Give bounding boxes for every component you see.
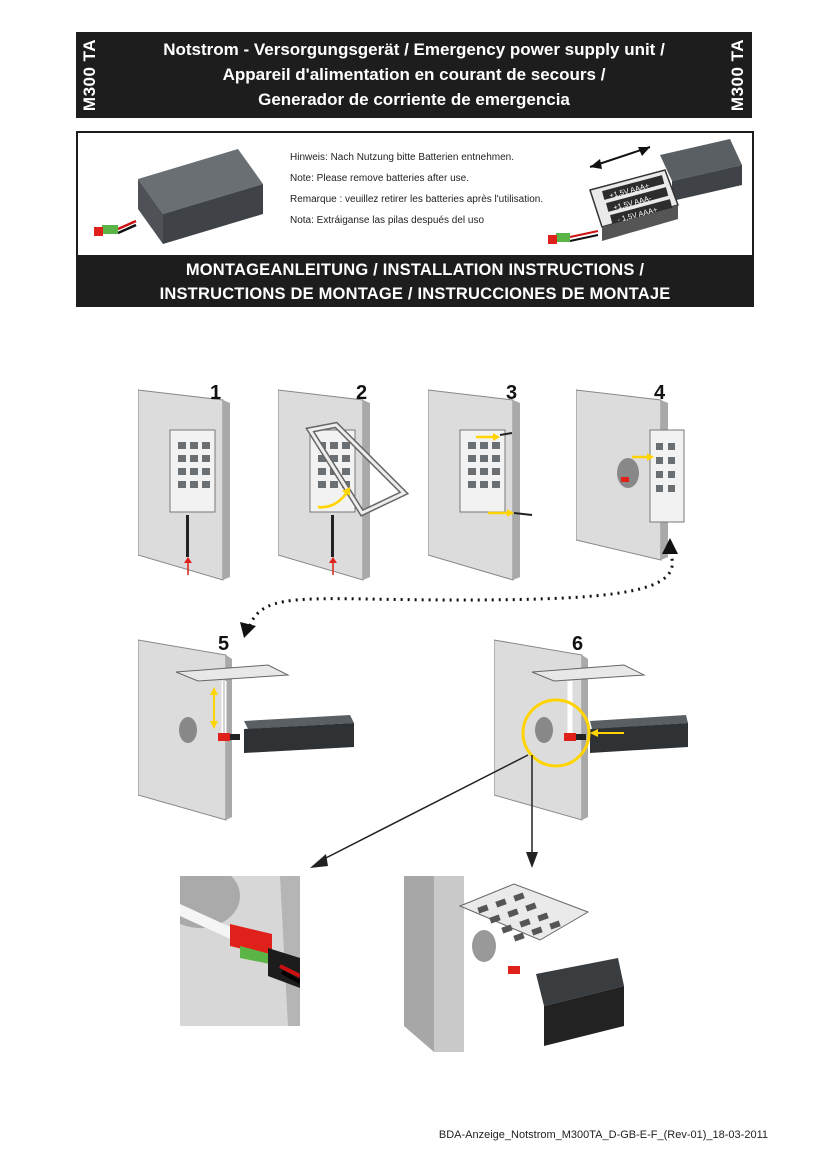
- step-number-1: 1: [210, 382, 222, 404]
- dotted-connector-arrow: [240, 538, 678, 638]
- step-1-illustration: [137, 389, 230, 581]
- yellow-arrow-icon: [317, 490, 350, 509]
- detail-highlight-circle: [521, 698, 591, 768]
- step-4: 4: [575, 382, 696, 570]
- step-1: 1: [137, 382, 248, 590]
- step-6: 6: [493, 633, 694, 830]
- step-number-5: 5: [218, 633, 230, 655]
- install-line-1: MONTAGEANLEITUNG / INSTALLATION INSTRUCT…: [185, 261, 645, 279]
- step-4-illustration: [575, 389, 685, 561]
- step-6-illustration: [493, 639, 688, 821]
- title-band: M300 TA Notstrom - Versorgungsgerät / Em…: [76, 32, 752, 118]
- step-number-4: 4: [654, 382, 666, 404]
- detail-arrows: [310, 754, 538, 868]
- model-tag-left: M300 TA: [80, 38, 99, 112]
- title-line-2: Appareil d'alimentation en courant de se…: [222, 65, 606, 84]
- step-number-3: 3: [506, 382, 518, 404]
- note-de: Hinweis: Nach Nutzung bitte Batterien en…: [290, 152, 515, 163]
- step-2-illustration: [277, 389, 410, 581]
- note-en: Note: Please remove batteries after use.: [290, 173, 469, 184]
- battery-notes: Hinweis: Nach Nutzung bitte Batterien en…: [290, 147, 543, 231]
- step-5: 5: [137, 633, 368, 830]
- step-number-2: 2: [356, 382, 368, 404]
- title-line-3: Generador de corriente de emergencia: [258, 90, 570, 109]
- model-tag-right: M300 TA: [728, 38, 747, 112]
- note-es: Nota: Extráiganse las pilas después del …: [290, 215, 485, 226]
- document-title: Notstrom - Versorgungsgerät / Emergency …: [106, 37, 722, 112]
- install-line-2: INSTRUCTIONS DE MONTAGE / INSTRUCCIONES …: [159, 285, 671, 303]
- document-footer: BDA-Anzeige_Notstrom_M300TA_D-GB-E-F_(Re…: [438, 1129, 768, 1141]
- title-line-1: Notstrom - Versorgungsgerät / Emergency …: [163, 40, 665, 59]
- keypad-detail-closeup: [404, 876, 624, 1052]
- step-5-illustration: [137, 639, 354, 821]
- connector-detail-closeup: [180, 876, 300, 1026]
- installation-band: MONTAGEANLEITUNG / INSTALLATION INSTRUCT…: [76, 255, 754, 307]
- open-battery-illustration: +1,5V AAA+ +1,5V AAA- - 1,5V AAA+: [548, 139, 742, 244]
- step-3-illustration: [427, 389, 533, 581]
- battery-note-box: Hinweis: Nach Nutzung bitte Batterien en…: [76, 131, 754, 257]
- step-number-6: 6: [572, 633, 584, 655]
- note-fr: Remarque : veuillez retirer les batterie…: [290, 194, 544, 205]
- battery-pack-illustration: [94, 149, 263, 244]
- step-2: 2: [277, 382, 418, 590]
- step-3: 3: [427, 382, 548, 590]
